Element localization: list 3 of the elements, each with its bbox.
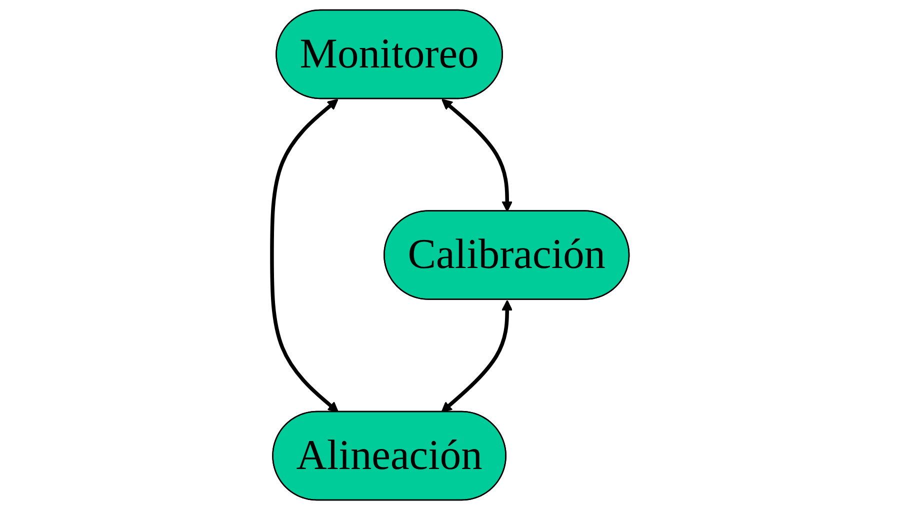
arrow: [270, 98, 339, 413]
arrow: [441, 300, 513, 413]
arrow: [442, 98, 513, 212]
